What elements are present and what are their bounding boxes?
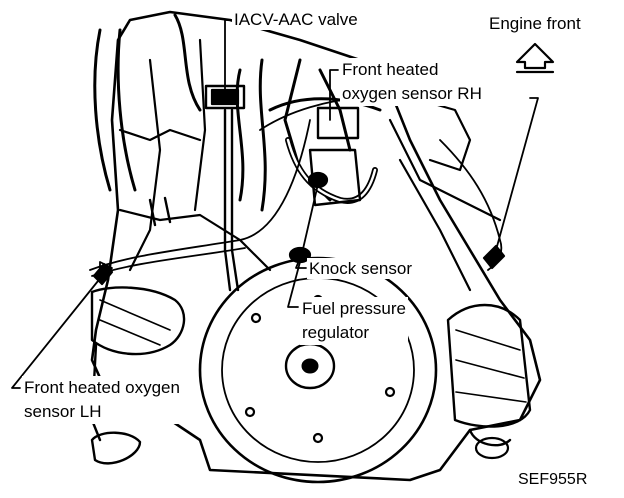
- engine-front-label: Engine front: [487, 13, 583, 34]
- leader-oxygen-rh: [495, 97, 539, 251]
- knock-sensor-label: Knock sensor: [307, 258, 414, 279]
- oxygen-sensor-rh: [482, 244, 506, 270]
- leader-iacv: [224, 19, 233, 93]
- flywheel: [198, 256, 438, 484]
- oxygen-rh-line1: Front heated: [342, 60, 439, 79]
- front-heated-oxygen-sensor-lh-label: Front heated oxygen sensor LH: [22, 376, 182, 424]
- fuel-line1: Fuel pressure: [302, 299, 406, 318]
- oxygen-rh-line2: oxygen sensor RH: [342, 84, 482, 103]
- exhaust-manifold-rh: [446, 303, 532, 460]
- front-heated-oxygen-sensor-rh-label: Front heated oxygen sensor RH: [340, 58, 484, 106]
- iacv-aac-valve-label: IACV-AAC valve: [232, 9, 360, 30]
- leader-oxygen-rh-upper: [329, 69, 339, 121]
- leader-knock: [295, 257, 307, 269]
- leader-fuel: [287, 183, 319, 308]
- oxygen-lh-line1: Front heated oxygen: [24, 378, 180, 397]
- fuel-line2: regulator: [302, 323, 370, 342]
- leader-lines: [11, 19, 539, 389]
- up-arrow-icon: [515, 42, 555, 74]
- leader-oxygen-lh: [11, 275, 103, 389]
- figure-code: SEF955R: [518, 471, 588, 488]
- fuel-pressure-regulator-label: Fuel pressure regulator: [300, 297, 408, 345]
- oxygen-lh-line2: sensor LH: [24, 402, 102, 421]
